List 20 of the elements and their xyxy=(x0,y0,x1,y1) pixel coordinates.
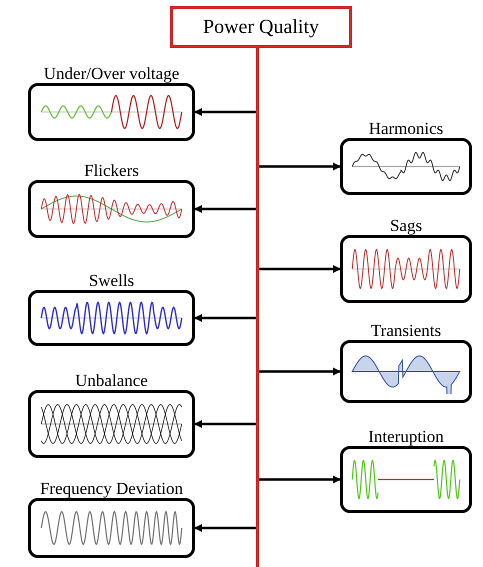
arrow xyxy=(194,524,256,532)
vertical-trunk-line xyxy=(256,48,259,567)
panel-heading: Sags xyxy=(390,214,422,236)
panel-heading: Flickers xyxy=(84,160,139,181)
arrow xyxy=(259,265,341,273)
title-box: Power Quality xyxy=(170,6,352,48)
panel-heading: Frequency Deviation xyxy=(40,478,184,499)
arrow xyxy=(194,420,256,428)
arrow xyxy=(194,108,256,116)
panel-heading: Under/Over voltage xyxy=(44,62,180,84)
arrow xyxy=(194,314,256,322)
panel-heading: Harmonics xyxy=(368,118,444,139)
panel-heading: Transients xyxy=(370,320,442,341)
arrow xyxy=(259,368,341,376)
arrow xyxy=(259,476,341,484)
arrow xyxy=(259,162,341,170)
panel-heading: Unbalance xyxy=(75,370,148,391)
arrow xyxy=(194,205,256,213)
panel-heading: Interuption xyxy=(368,426,444,447)
panel-heading: Swells xyxy=(88,270,134,291)
